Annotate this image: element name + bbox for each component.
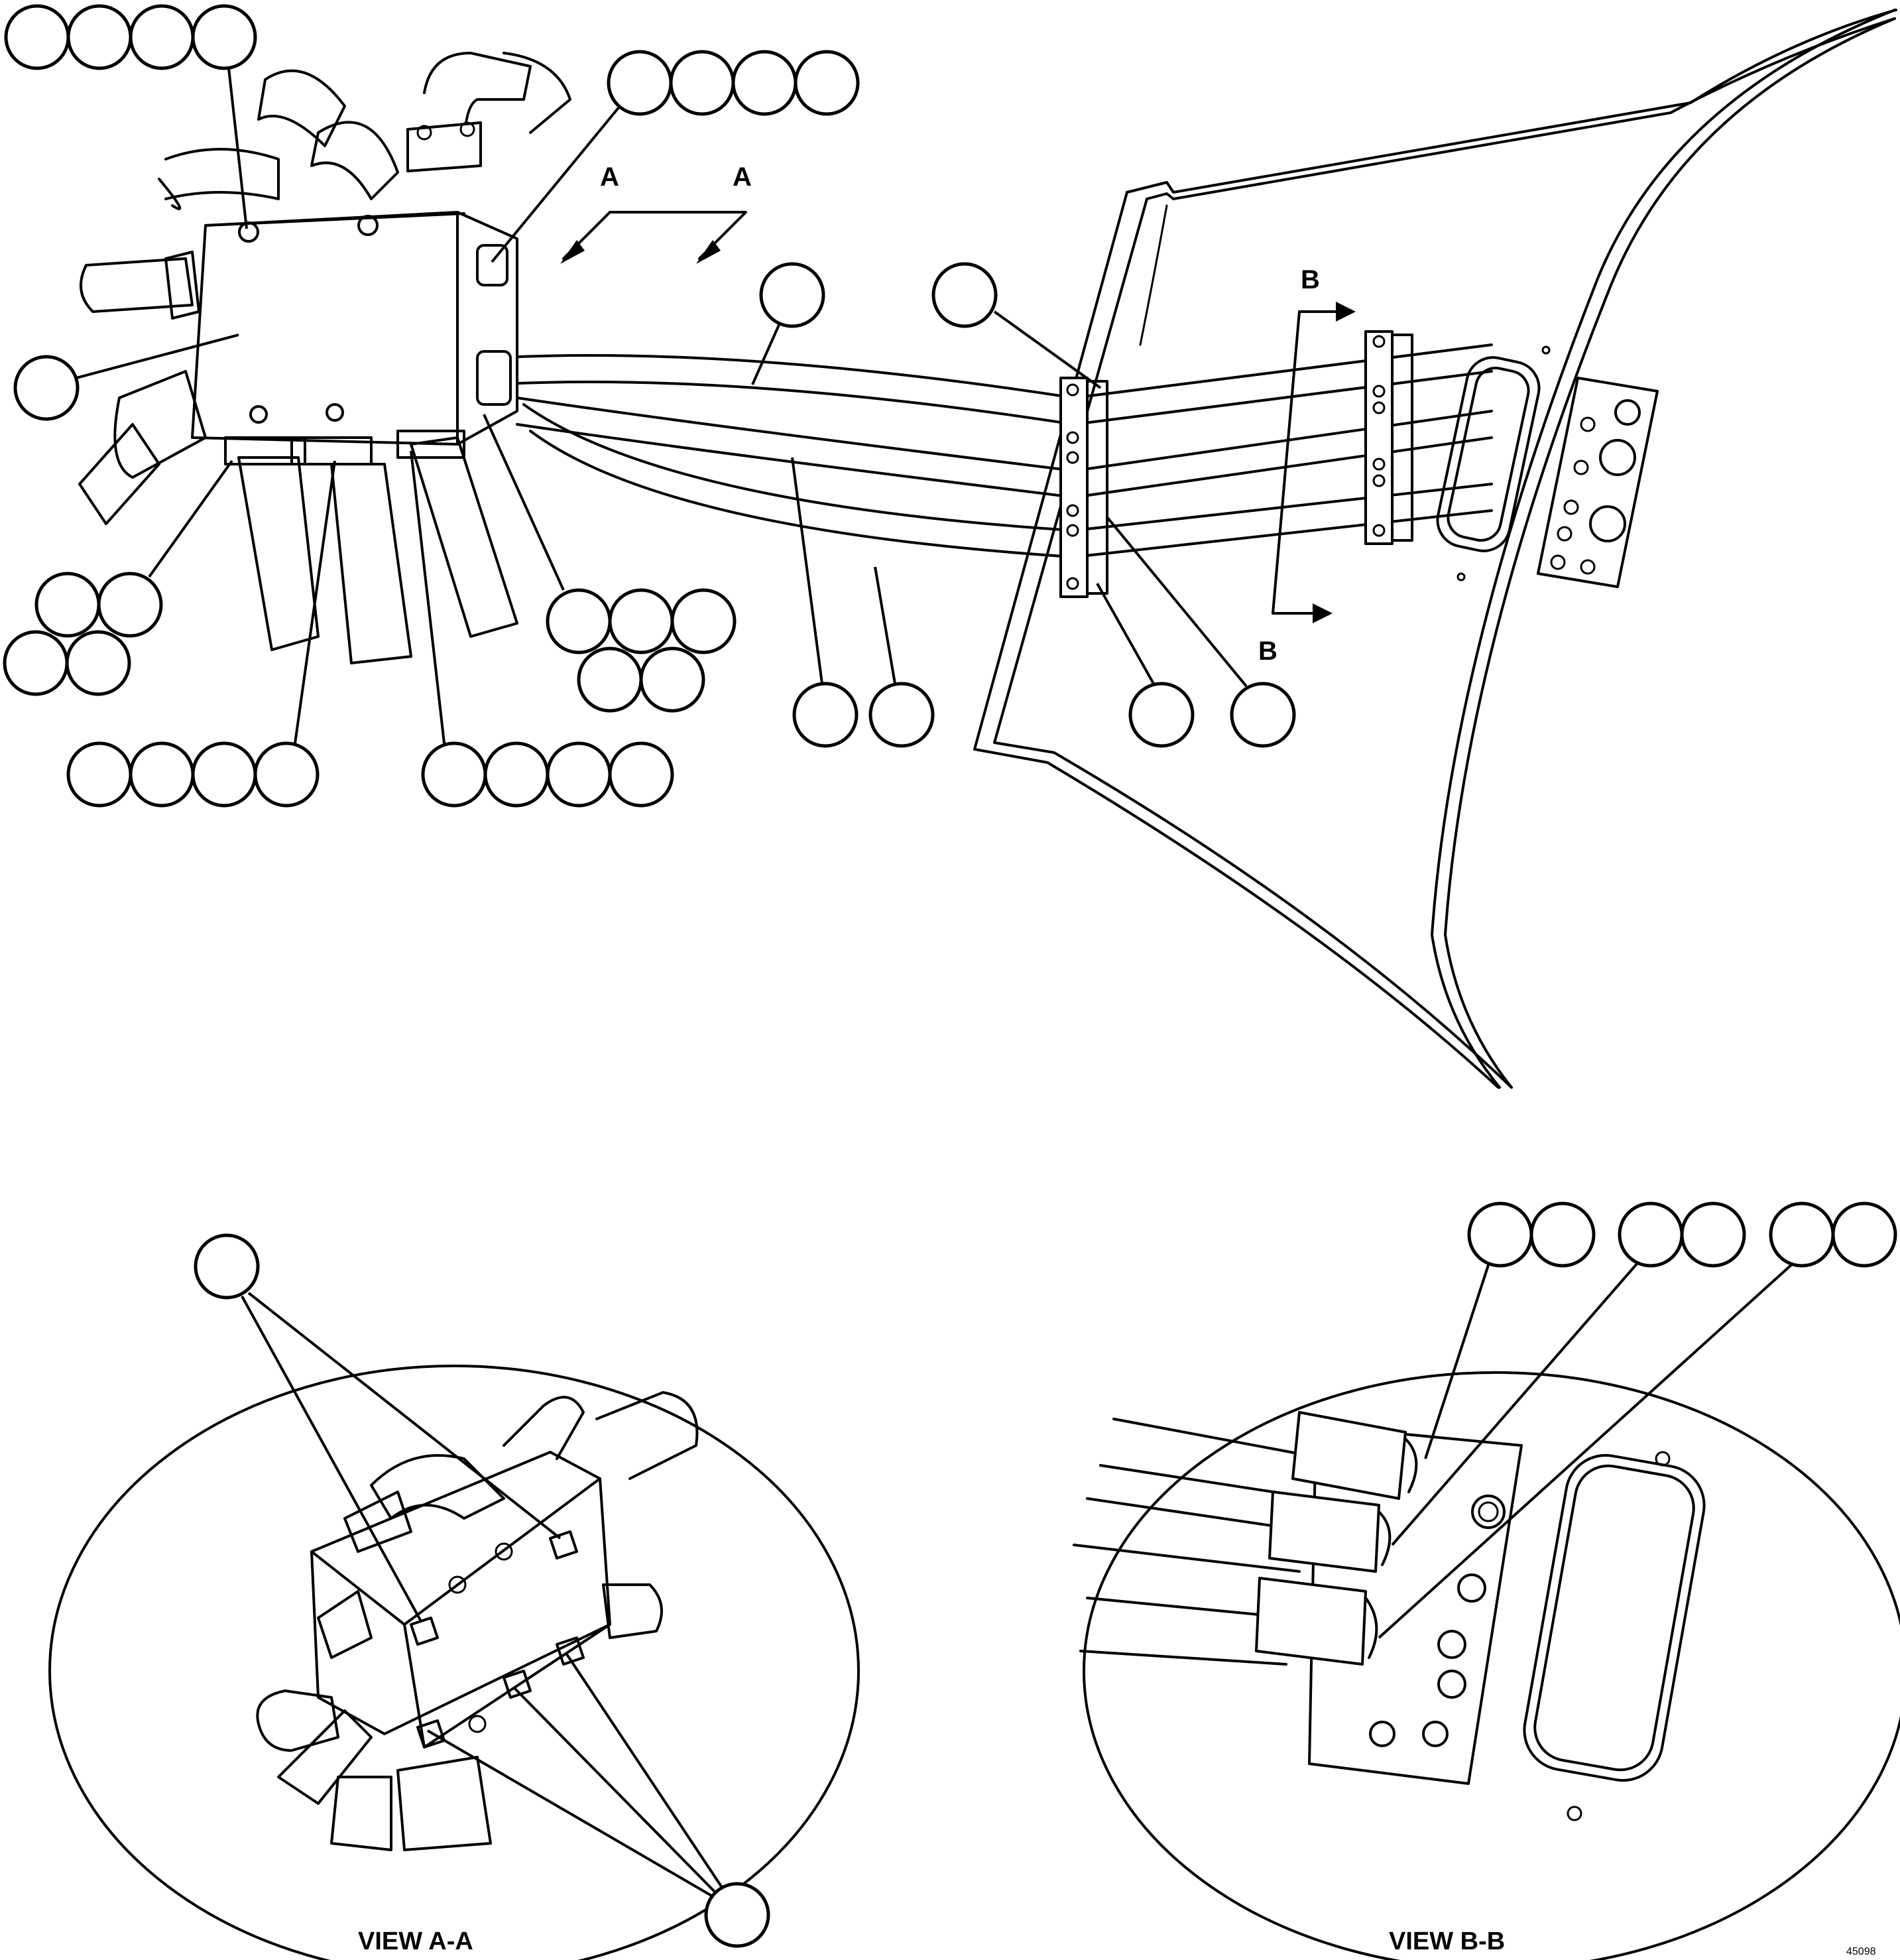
callout-bubble	[1529, 1201, 1596, 1268]
valve-block	[191, 211, 518, 446]
callout-clamp-bolt	[1106, 516, 1296, 748]
callout-bubble	[704, 1882, 770, 1948]
drawing-code: 45098	[1846, 1946, 1876, 1957]
callout-bubble	[1769, 1201, 1835, 1268]
section-label-b-bottom: B	[1258, 637, 1277, 666]
callout-hose-lower	[868, 566, 935, 748]
callout-bubble	[65, 630, 131, 696]
hose-clamp-left	[1059, 377, 1108, 598]
callout-bubble	[1230, 682, 1296, 748]
callout-bubble	[608, 741, 674, 808]
callout-bubble	[931, 262, 998, 328]
view-b-b-label: VIEW B-B	[1389, 1928, 1505, 1955]
callout-clamp-lower	[1096, 583, 1195, 748]
callout-bubble	[868, 682, 935, 748]
callout-bubble	[97, 572, 163, 638]
body-panel	[973, 9, 1897, 1089]
section-label-a-left: A	[600, 162, 619, 192]
view-a-a	[48, 1365, 860, 1960]
callout-group-top-left	[4, 4, 257, 229]
callout-bubble	[483, 741, 550, 808]
callout-bubble	[794, 50, 860, 116]
callout-clamp-upper	[931, 262, 1102, 389]
access-cover	[1436, 345, 1551, 582]
callout-group-top-middle	[491, 50, 860, 263]
callout-group-bottom-left	[66, 460, 336, 808]
callout-bubble	[66, 4, 133, 70]
callout-bubble	[546, 588, 612, 654]
hose-clamp-right	[1364, 330, 1413, 545]
callout-bubble	[792, 682, 859, 748]
callout-hose-middle	[791, 457, 859, 748]
left-hose-fittings	[78, 251, 207, 525]
section-label-b-top: B	[1301, 265, 1320, 294]
callout-valve-block	[13, 334, 239, 421]
bulkhead-plate	[1537, 377, 1659, 588]
callout-bubble	[191, 741, 257, 808]
callout-group-right-of-valve	[483, 414, 737, 713]
callout-bubble	[66, 741, 133, 808]
callout-bubble	[191, 4, 257, 70]
callout-group-left-bottom	[3, 459, 233, 696]
callout-bubble	[1831, 1201, 1897, 1268]
callout-bubble	[577, 646, 643, 713]
callout-bubble	[1618, 1201, 1684, 1268]
view-b-b	[1073, 1371, 1900, 1960]
callout-bubble	[129, 4, 195, 70]
upper-hose-fittings	[158, 52, 571, 210]
callout-bubble	[4, 4, 70, 70]
callout-bubble	[13, 355, 80, 421]
callout-bubble	[608, 588, 674, 654]
callout-bubble	[669, 50, 735, 116]
view-a-a-label: VIEW A-A	[358, 1928, 473, 1955]
section-arrow-a	[560, 211, 747, 264]
callout-bubble	[731, 50, 798, 116]
callout-bubble	[607, 50, 673, 116]
callout-bubble	[34, 572, 101, 638]
callout-bubble	[194, 1233, 260, 1300]
callout-bubble	[639, 646, 705, 713]
callout-bubble	[421, 741, 487, 808]
callout-bubble	[759, 262, 825, 328]
lower-hose-fittings	[224, 430, 518, 664]
callout-group-view-b	[1378, 1201, 1897, 1639]
callout-view-a-top	[194, 1233, 562, 1622]
callout-bubble	[1128, 682, 1195, 748]
callout-hose-upper	[751, 262, 825, 385]
hose-bundle	[483, 343, 1493, 558]
callout-bubble	[3, 630, 69, 696]
callout-bubble	[253, 741, 320, 808]
section-arrow-b	[1272, 302, 1356, 623]
callout-bubble	[129, 741, 195, 808]
callout-bubble	[1680, 1201, 1746, 1268]
callout-bubble	[546, 741, 612, 808]
callout-view-a-bottom	[426, 1653, 770, 1948]
callout-bubble	[1467, 1201, 1533, 1268]
section-label-a-right: A	[733, 162, 752, 192]
callout-bubble	[670, 588, 737, 654]
callout-group-bottom-middle	[410, 450, 674, 808]
